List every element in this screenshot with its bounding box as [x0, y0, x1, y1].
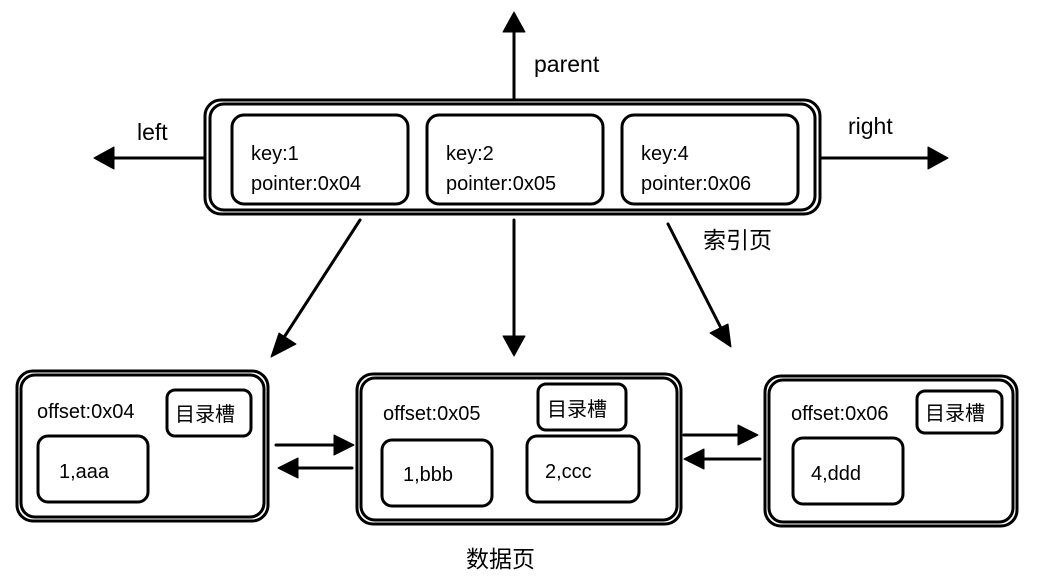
left-label: left	[137, 119, 168, 145]
index-entry-pointer: pointer:0x05	[446, 173, 556, 195]
data-page-offset: offset:0x05	[383, 403, 480, 425]
directory-slot-label: 目录槽	[547, 398, 607, 421]
directory-slot: 目录槽	[536, 382, 628, 432]
record-2: 2,ccc	[525, 434, 641, 504]
parent-arrow	[502, 11, 526, 102]
index-entry-pointer: pointer:0x04	[251, 173, 361, 195]
index-entry-3: key:4 pointer:0x06	[620, 113, 800, 206]
right-label: right	[848, 113, 893, 139]
prev-page-arrow-2	[683, 448, 762, 470]
data-page-label: 数据页	[466, 546, 535, 572]
record-label: 1,bbb	[403, 464, 453, 486]
index-entry-1: key:1 pointer:0x04	[230, 113, 410, 206]
data-page-2: offset:0x05 目录槽 1,bbb 2,ccc	[355, 372, 683, 526]
directory-slot: 目录槽	[165, 388, 253, 438]
directory-slot-label: 目录槽	[175, 403, 235, 426]
index-entry-2: key:2 pointer:0x05	[425, 113, 605, 206]
right-arrow	[818, 146, 949, 170]
parent-label: parent	[534, 51, 600, 77]
record-label: 2,ccc	[545, 461, 592, 483]
directory-slot-label: 目录槽	[925, 402, 985, 425]
record-1: 4,ddd	[791, 436, 905, 506]
data-page-offset: offset:0x06	[791, 403, 888, 425]
left-arrow	[93, 146, 207, 170]
pointer-arrow-2	[502, 218, 526, 357]
next-page-arrow-1	[274, 434, 355, 456]
next-page-arrow-2	[682, 424, 759, 446]
pointer-arrow-1	[270, 218, 362, 358]
index-entry-key: key:4	[641, 143, 689, 165]
data-page-offset: offset:0x04	[37, 401, 134, 423]
index-entry-pointer: pointer:0x06	[641, 173, 751, 195]
index-entry-key: key:2	[446, 143, 494, 165]
data-page-3: offset:0x06 目录槽 4,ddd	[763, 374, 1019, 528]
pointer-arrow-3	[666, 222, 732, 348]
data-page-1: offset:0x04 目录槽 1,aaa	[15, 369, 270, 523]
record-1: 1,bbb	[380, 438, 494, 508]
record-label: 4,ddd	[811, 463, 861, 485]
index-entry-key: key:1	[251, 143, 299, 165]
index-page-label: 索引页	[703, 227, 772, 253]
directory-slot: 目录槽	[915, 389, 1004, 435]
index-page: key:1 pointer:0x04 key:2 pointer:0x05 ke…	[203, 98, 822, 216]
prev-page-arrow-1	[277, 457, 354, 479]
record-1: 1,aaa	[36, 434, 150, 504]
record-label: 1,aaa	[59, 461, 110, 483]
